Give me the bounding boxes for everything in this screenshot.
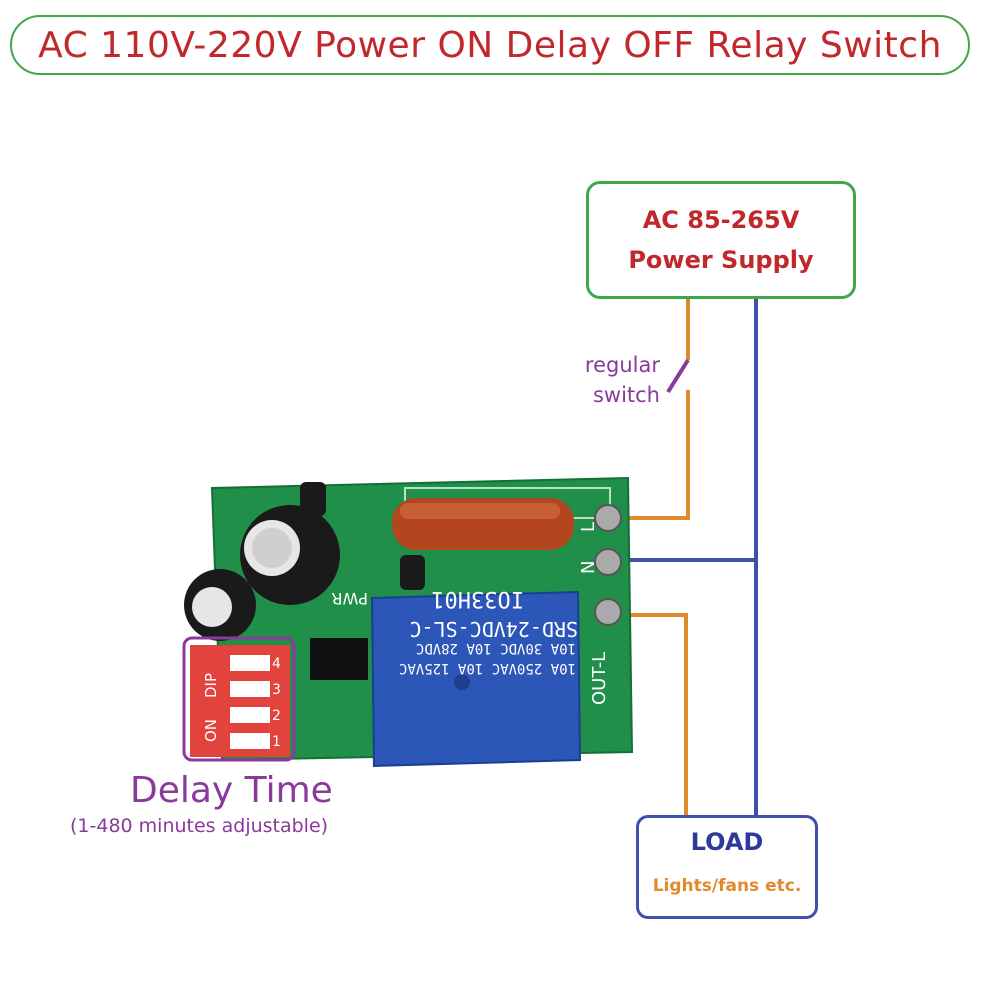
dip-number-3: 3 bbox=[272, 682, 281, 698]
board-id-label: IO33H01 bbox=[431, 586, 524, 611]
dip-number-4: 4 bbox=[272, 656, 281, 672]
relay-rating-line2: 10A 30VDC 10A 28VDC bbox=[416, 640, 576, 656]
live-wire-mid bbox=[612, 390, 690, 520]
terminal-l-label: L bbox=[578, 522, 599, 532]
load-subtitle: Lights/fans etc. bbox=[652, 876, 802, 896]
dip-number-2: 2 bbox=[272, 708, 281, 724]
page-title: AC 110V-220V Power ON Delay OFF Relay Sw… bbox=[38, 24, 942, 66]
out-wire bbox=[612, 613, 688, 815]
terminal-out-label: OUT-L bbox=[589, 652, 610, 705]
power-supply-label: Power Supply bbox=[628, 246, 814, 274]
dip-header-label: DIP bbox=[202, 673, 220, 698]
power-supply-voltage: AC 85-265V bbox=[642, 206, 800, 234]
inductor bbox=[400, 555, 425, 590]
load-title: LOAD bbox=[690, 828, 764, 856]
switch-label-line2: switch bbox=[592, 383, 660, 407]
relay bbox=[370, 590, 582, 768]
terminal-n-label: N bbox=[578, 561, 599, 574]
ic-chip bbox=[310, 638, 368, 680]
switch-label: regular switch bbox=[560, 350, 660, 410]
x-capacitor bbox=[392, 498, 574, 550]
delay-time-title: Delay Time bbox=[130, 770, 333, 811]
relay-model-label: SRD-24VDC-SL-C bbox=[409, 617, 578, 641]
switch-label-line1: regular bbox=[584, 353, 660, 377]
load-box: LOAD Lights/fans etc. bbox=[636, 815, 818, 919]
dip-number-1: 1 bbox=[272, 734, 281, 750]
terminal-block bbox=[594, 504, 622, 626]
dip-switch bbox=[190, 645, 290, 757]
switch-lever bbox=[666, 358, 690, 394]
capacitor-small bbox=[184, 569, 256, 641]
title-banner: AC 110V-220V Power ON Delay OFF Relay Sw… bbox=[10, 15, 970, 75]
power-supply-box: AC 85-265V Power Supply bbox=[586, 181, 856, 299]
dip-highlight bbox=[182, 636, 296, 762]
delay-time-subtitle: (1-480 minutes adjustable) bbox=[70, 815, 329, 837]
dip-on-label: ON bbox=[202, 719, 220, 742]
pwr-label: PWR bbox=[331, 589, 368, 608]
capacitor-large bbox=[240, 505, 340, 605]
pcb-board bbox=[182, 476, 634, 768]
relay-rating-line1: 10A 250VAC 10A 125VAC bbox=[399, 660, 576, 676]
transistor bbox=[300, 482, 326, 516]
